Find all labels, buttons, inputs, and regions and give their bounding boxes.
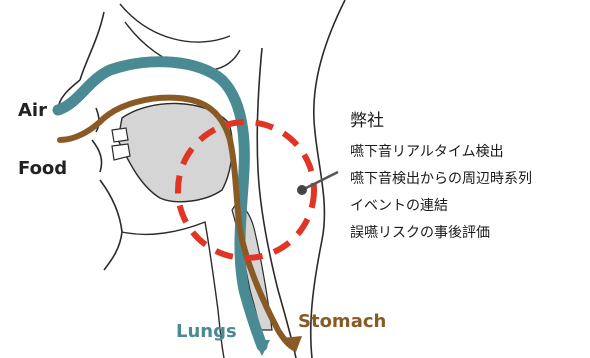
sensor-dot-icon [297, 185, 307, 195]
neck-back-outline [311, 0, 345, 358]
annotation-item-risk-evaluation: 誤嚥リスクの事後評価 [350, 222, 490, 242]
sensor-pointer-line [302, 172, 338, 190]
air-label: Air [18, 100, 47, 121]
annotation-title: 弊社 [350, 106, 384, 131]
lungs-label: Lungs [176, 321, 237, 342]
lungs-arrowhead [254, 340, 270, 356]
food-label: Food [18, 158, 67, 179]
annotation-item-timeseries: 嚥下音検出からの周辺時系列 [350, 168, 532, 188]
annotation-item-realtime-detection: 嚥下音リアルタイム検出 [350, 141, 504, 161]
annotation-item-event-linking: イベントの連結 [350, 195, 448, 215]
stomach-label: Stomach [298, 311, 386, 332]
